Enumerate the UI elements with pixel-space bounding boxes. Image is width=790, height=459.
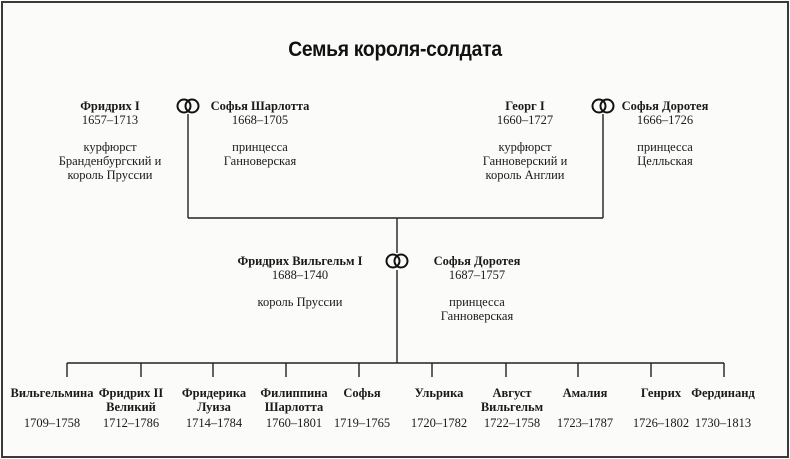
person-sophia-charlotte: Софья Шарлотта 1668–1705 принцесса Ганно…: [210, 99, 310, 168]
child-ferdinand: Фердинанд 1730–1813: [691, 386, 755, 430]
child-ulrike: Ульрика 1720–1782: [410, 386, 468, 430]
person-sophia-dorothea-celle: Софья Доротея 1666–1726 принцесса Целльс…: [621, 99, 709, 168]
wedding-rings-icon: [176, 98, 200, 114]
wedding-rings-icon: [591, 98, 615, 114]
person-friedrich-wilhelm-i: Фридрих Вильгельм I 1688–1740 король Пру…: [237, 254, 363, 309]
person-sophia-dorothea-hanover: Софья Доротея 1687–1757 принцесса Ганнов…: [433, 254, 521, 323]
wedding-rings-icon: [385, 253, 409, 269]
child-sophia: Софья 1719–1765: [333, 386, 391, 430]
person-friedrich-i: Фридрих I 1657–1713 курфюрст Бранденбург…: [58, 99, 162, 182]
diagram-title: Семья короля-солдата: [288, 38, 502, 61]
person-george-i: Георг I 1660–1727 курфюрст Ганноверский …: [482, 99, 568, 182]
child-heinrich: Генрих 1726–1802: [632, 386, 690, 430]
child-amalia: Амалия 1723–1787: [556, 386, 614, 430]
child-wilhelmine: Вильгельмина 1709–1758: [10, 386, 94, 430]
